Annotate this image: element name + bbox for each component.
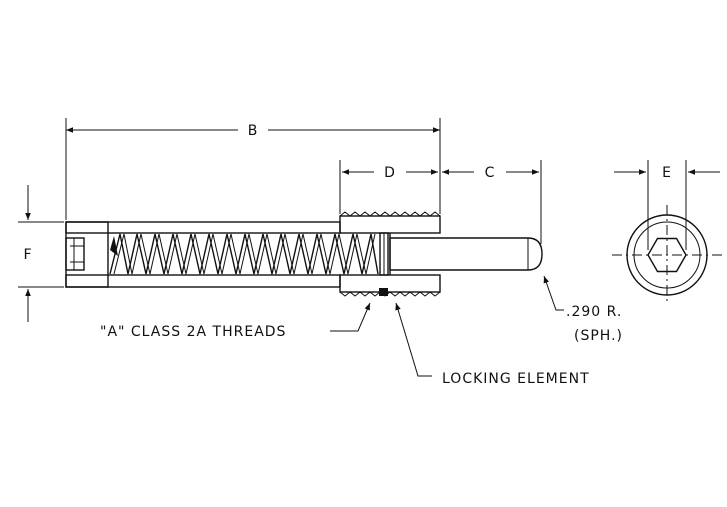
radius-label: .290 R.	[566, 304, 622, 320]
hex-socket-end	[647, 237, 687, 273]
inner-bore	[107, 232, 385, 276]
spring-end-arrow	[110, 236, 118, 256]
locking-callout: LOCKING ELEMENT	[395, 302, 590, 387]
thread-section-bottom	[339, 274, 441, 293]
body-wall-top	[65, 221, 341, 234]
radius-callout: .290 R. (SPH.)	[543, 275, 623, 344]
end-view-inner-circle	[633, 221, 701, 289]
dim-d-label: D	[384, 165, 396, 181]
threads-label: "A" CLASS 2A THREADS	[100, 324, 286, 340]
dimension-d: D	[339, 160, 438, 214]
body-wall-bottom	[65, 274, 341, 288]
dim-c-label: C	[485, 165, 496, 181]
plunger-end-view: E	[612, 160, 722, 305]
hex-socket	[65, 237, 85, 271]
dimension-b: B	[65, 118, 441, 220]
thread-crests-bottom	[339, 291, 441, 297]
locking-label: LOCKING ELEMENT	[442, 371, 590, 387]
dim-b-label: B	[248, 123, 259, 139]
radius-note: (SPH.)	[574, 328, 623, 344]
end-view-outer-circle	[626, 214, 708, 296]
plunger-side-view	[65, 211, 543, 297]
end-cap	[65, 221, 109, 288]
dimension-f: F	[18, 185, 64, 322]
dim-f-label: F	[23, 247, 32, 263]
thread-crests-top	[339, 211, 441, 217]
threads-callout: "A" CLASS 2A THREADS	[100, 302, 371, 340]
plunger-pin	[389, 237, 543, 271]
plunger-head	[379, 232, 389, 276]
dim-e-label: E	[662, 165, 672, 181]
compression-spring	[109, 233, 379, 275]
dimension-c: C	[442, 160, 542, 244]
thread-section-top	[339, 215, 441, 234]
locking-element	[379, 288, 388, 296]
